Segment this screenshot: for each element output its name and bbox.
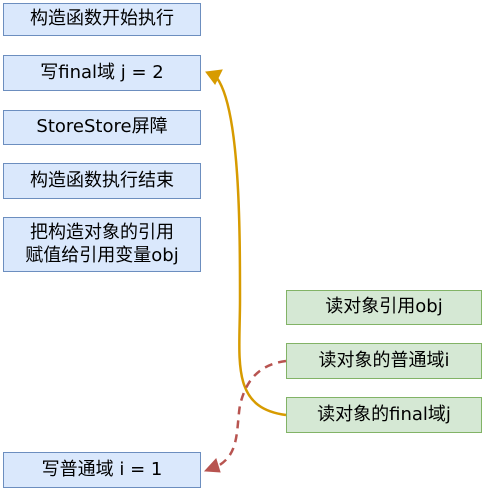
step-assign-reference-line1: 把构造对象的引用 (30, 222, 174, 243)
step-storestore-barrier-label: StoreStore屏障 (36, 116, 168, 138)
step-ctor-start-label: 构造函数开始执行 (30, 8, 174, 30)
step-write-final-label: 写final域 j = 2 (40, 61, 164, 83)
step-read-final-field: 读对象的final域j (286, 397, 482, 433)
step-read-reference: 读对象引用obj (286, 290, 482, 325)
step-ctor-start: 构造函数开始执行 (3, 3, 201, 36)
step-write-normal-label: 写普通域 i = 1 (41, 458, 163, 480)
step-write-final: 写final域 j = 2 (3, 55, 201, 91)
step-ctor-end: 构造函数执行结束 (3, 163, 201, 199)
step-storestore-barrier: StoreStore屏障 (3, 110, 201, 145)
final-arrow-head (205, 69, 223, 85)
step-read-final-field-label: 读对象的final域j (317, 403, 451, 425)
step-write-normal: 写普通域 i = 1 (3, 452, 201, 488)
normal-read-to-write-arrow (215, 359, 287, 469)
final-read-to-write-arrow (215, 77, 287, 417)
normal-arrow-head (203, 458, 221, 473)
step-assign-reference: 把构造对象的引用 赋值给引用变量obj (3, 217, 201, 272)
step-read-normal-field-label: 读对象的普通域i (318, 349, 450, 371)
step-ctor-end-label: 构造函数执行结束 (30, 169, 174, 191)
step-read-normal-field: 读对象的普通域i (286, 343, 482, 379)
step-read-reference-label: 读对象引用obj (325, 296, 443, 318)
step-assign-reference-line2: 赋值给引用变量obj (25, 244, 179, 266)
